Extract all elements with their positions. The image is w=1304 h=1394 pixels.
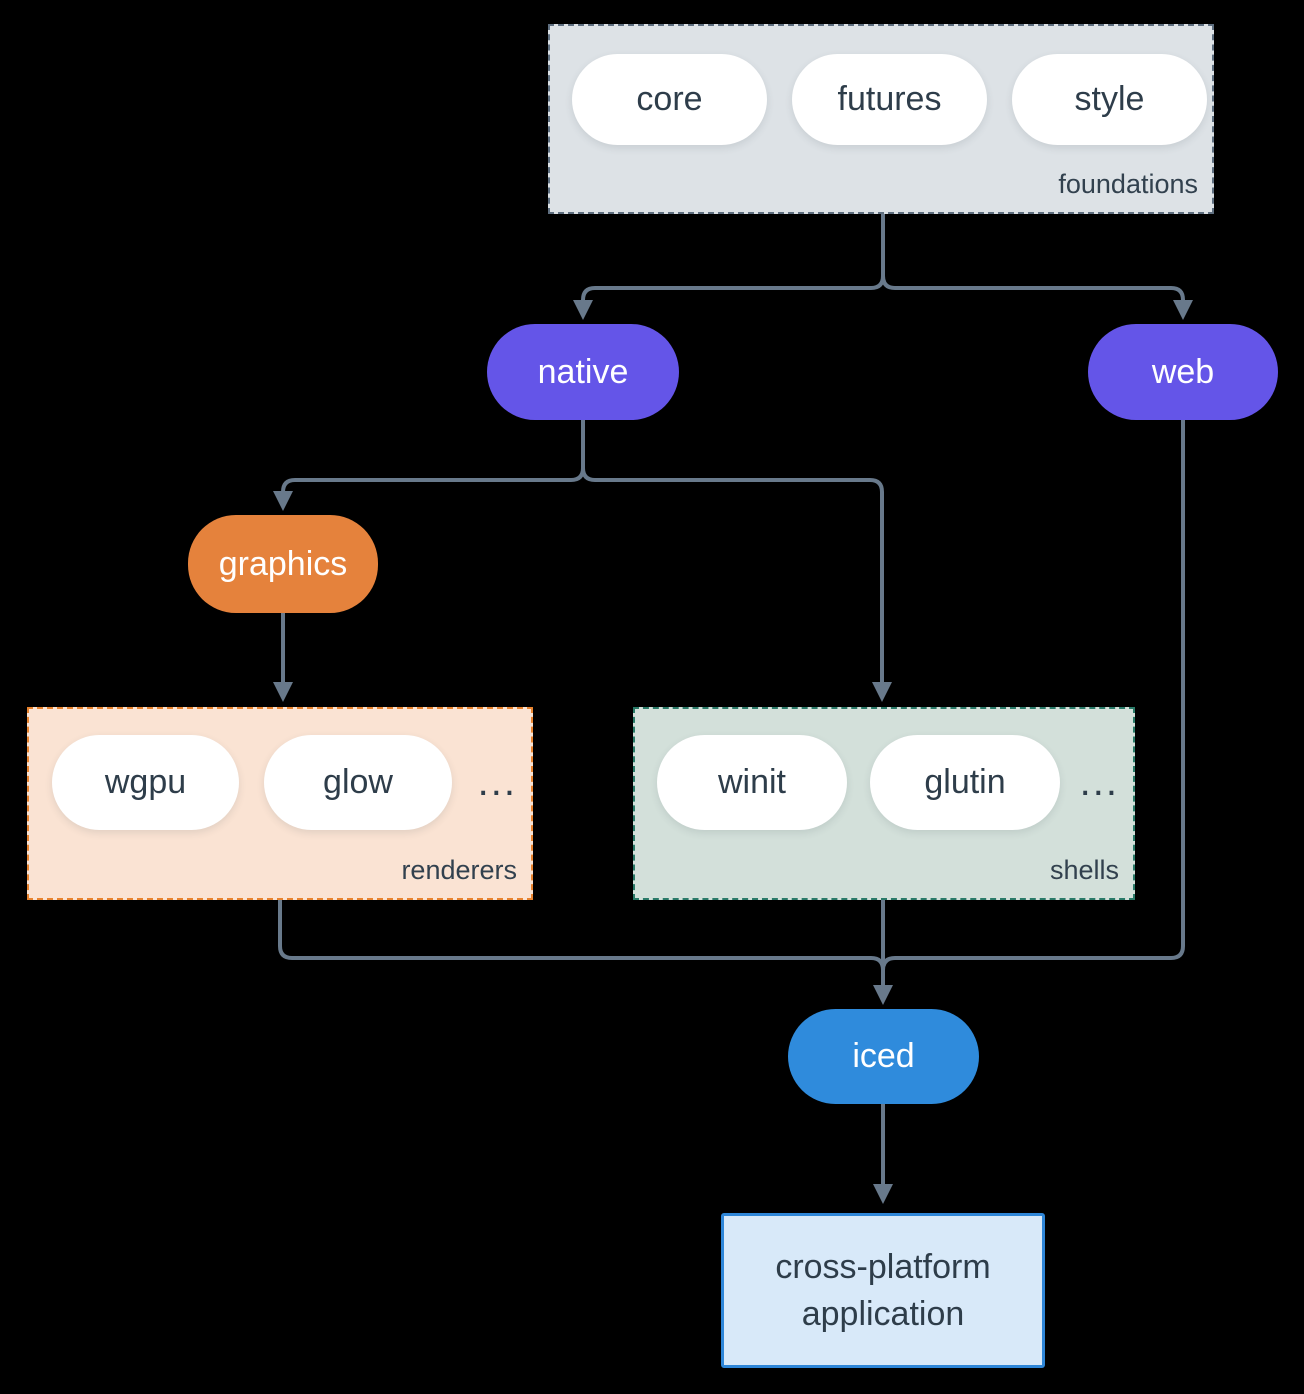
- edge-foundations-to-web: [881, 214, 1193, 320]
- node-wgpu: wgpu: [52, 735, 239, 830]
- shells-ellipsis: ...: [1079, 760, 1119, 804]
- node-web-label: web: [1151, 352, 1215, 391]
- renderers-ellipsis: ...: [477, 760, 517, 804]
- node-futures-label: futures: [837, 80, 942, 118]
- node-futures: futures: [792, 54, 987, 145]
- node-graphics: graphics: [188, 515, 378, 613]
- node-core: core: [572, 54, 767, 145]
- application-label-line2: application: [801, 1294, 965, 1333]
- node-iced: iced: [788, 1009, 979, 1104]
- group-shells-label: shells: [1049, 855, 1119, 885]
- group-shells: winit glutin ... shells: [633, 707, 1135, 900]
- node-style: style: [1012, 54, 1207, 145]
- group-renderers-label: renderers: [401, 855, 517, 885]
- edge-native-to-shells: [581, 420, 892, 702]
- edge-native-to-graphics: [273, 420, 585, 511]
- group-renderers: wgpu glow ... renderers: [27, 707, 533, 900]
- group-foundations: core futures style foundations: [548, 24, 1214, 214]
- application-label-line1: cross-platform: [775, 1247, 991, 1286]
- node-winit-label: winit: [717, 763, 787, 801]
- node-glutin-label: glutin: [924, 763, 1006, 801]
- node-glutin: glutin: [870, 735, 1060, 830]
- node-native-label: native: [537, 352, 629, 391]
- node-core-label: core: [636, 80, 703, 118]
- node-style-label: style: [1074, 80, 1145, 118]
- node-cross-platform-application: cross-platform application: [721, 1213, 1045, 1368]
- group-foundations-label: foundations: [1058, 169, 1198, 199]
- node-web: web: [1088, 324, 1278, 420]
- node-winit: winit: [657, 735, 847, 830]
- edge-foundations-to-native: [573, 214, 885, 320]
- node-iced-label: iced: [852, 1037, 915, 1075]
- node-graphics-label: graphics: [218, 544, 348, 583]
- node-glow-label: glow: [323, 763, 393, 801]
- edge-renderers-to-merge: [278, 900, 885, 971]
- node-wgpu-label: wgpu: [104, 763, 187, 801]
- node-native: native: [487, 324, 679, 420]
- node-glow: glow: [264, 735, 452, 830]
